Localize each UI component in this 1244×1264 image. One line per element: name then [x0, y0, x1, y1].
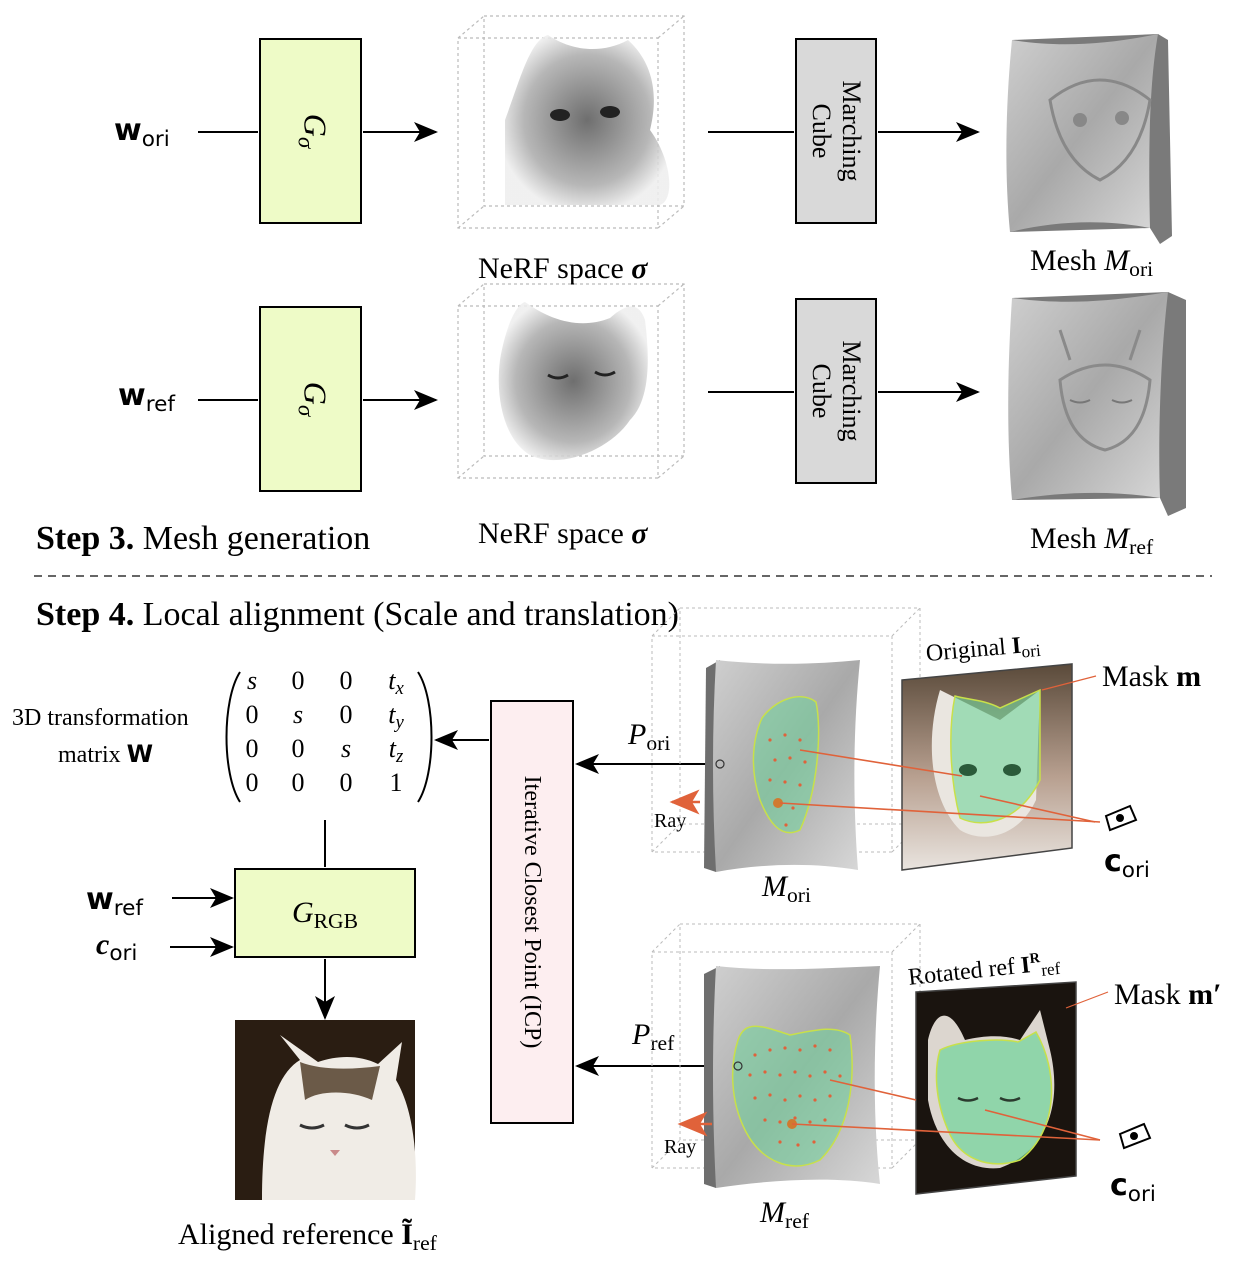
mask-m-label: Mask m	[1102, 660, 1202, 693]
matrix-cell: s	[292, 700, 304, 729]
correspondence-line	[791, 1123, 1101, 1141]
correspondence-line	[979, 795, 1096, 823]
nerf-volume-2	[457, 283, 685, 479]
mesh-caption-1: Mesh Mori	[1030, 244, 1154, 282]
ray-label-1: Ray	[654, 810, 687, 832]
camera-eye-icon	[1104, 804, 1138, 832]
matrix-cell: 0	[291, 734, 305, 763]
camera-c-ori-2: cori	[1110, 1168, 1156, 1208]
nerf-eye	[550, 109, 570, 121]
nerf-caption-1: NeRF space σ	[478, 252, 648, 285]
matrix-cell: ty	[388, 700, 404, 734]
transformation-matrix: s 0 0 tx 0 s 0 ty 0 0 s tz 0 0 0 1	[230, 664, 430, 804]
correspondence-line	[829, 1079, 917, 1101]
mask-pointer-1	[1041, 675, 1097, 691]
nerf-eye	[600, 106, 620, 118]
step4-heading: Step 4. Local alignment (Scale and trans…	[36, 596, 679, 633]
rotated-ref-image-panel	[915, 981, 1077, 1195]
step3-heading: Step 3. Mesh generation	[36, 520, 371, 557]
matrix-label-2: matrix W	[58, 740, 154, 768]
matrix-cell: tz	[388, 734, 404, 768]
g-sigma-box-1: Gσ	[259, 38, 362, 224]
m-ori-label: Mori	[762, 870, 811, 908]
icp-box: Iterative Closest Point (ICP)	[490, 700, 574, 1124]
w-ref-rgb-input: wref	[86, 882, 144, 922]
matrix-cell: 0	[339, 666, 353, 695]
mesh-caption-2: Mesh Mref	[1030, 522, 1154, 560]
nerf-volume-1	[457, 15, 685, 229]
matrix-cell: 0	[339, 768, 353, 797]
camera-eye-icon	[1118, 1122, 1152, 1150]
mask-pointer-2	[1065, 991, 1109, 1009]
matrix-cell: 0	[291, 666, 305, 695]
matrix-cell: tx	[388, 666, 404, 700]
ray-label-2: Ray	[664, 1136, 697, 1158]
m-ref-label: Mref	[760, 1196, 809, 1234]
matrix-cell: 0	[245, 734, 259, 763]
nerf-closed-eyes	[547, 370, 616, 380]
correspondence-line	[779, 802, 1101, 823]
matrix-label-1: 3D transformation	[12, 705, 189, 731]
mesh-ori-step4	[704, 660, 860, 872]
g-rgb-box: GRGB	[234, 868, 416, 958]
aligned-reference-image	[235, 1020, 416, 1200]
matrix-cell: 0	[245, 768, 259, 797]
g-sigma-box-2: Gσ	[259, 306, 362, 492]
matrix-cell: s	[246, 666, 258, 695]
mesh-ref-step4	[704, 966, 880, 1188]
nerf-cat-density-2	[498, 302, 648, 461]
w-ref-input: wref	[118, 378, 176, 418]
c-ori-rgb-input: cori	[96, 928, 138, 967]
mesh-ori-top	[1006, 34, 1172, 244]
original-image-label: Original Iori	[924, 632, 1042, 667]
matrix-cell: 0	[245, 700, 259, 729]
correspondence-line	[799, 749, 963, 777]
matrix-cell: s	[340, 734, 352, 763]
matrix-cell: 0	[339, 700, 353, 729]
matrix-cell: 0	[291, 768, 305, 797]
w-ori-input: wori	[114, 113, 170, 153]
correspondence-line	[984, 1109, 1101, 1141]
nerf-cat-density-1	[505, 35, 670, 205]
mesh-ref-volume	[651, 923, 921, 1169]
mesh-ori-volume	[651, 607, 921, 853]
camera-c-ori-1: cori	[1104, 844, 1150, 884]
p-ref-label: Pref	[632, 1018, 675, 1056]
matrix-cell: 1	[389, 768, 403, 797]
nerf-caption-2: NeRF space σ	[478, 517, 648, 550]
mask-m-prime-label: Mask m′	[1114, 978, 1222, 1011]
aligned-reference-caption: Aligned reference Ĩref	[178, 1218, 437, 1256]
original-image-panel	[901, 663, 1073, 871]
p-ori-label: Pori	[628, 718, 671, 756]
rotated-ref-label: Rotated ref IRref	[906, 950, 1062, 991]
mesh-ref-top	[1008, 292, 1186, 516]
